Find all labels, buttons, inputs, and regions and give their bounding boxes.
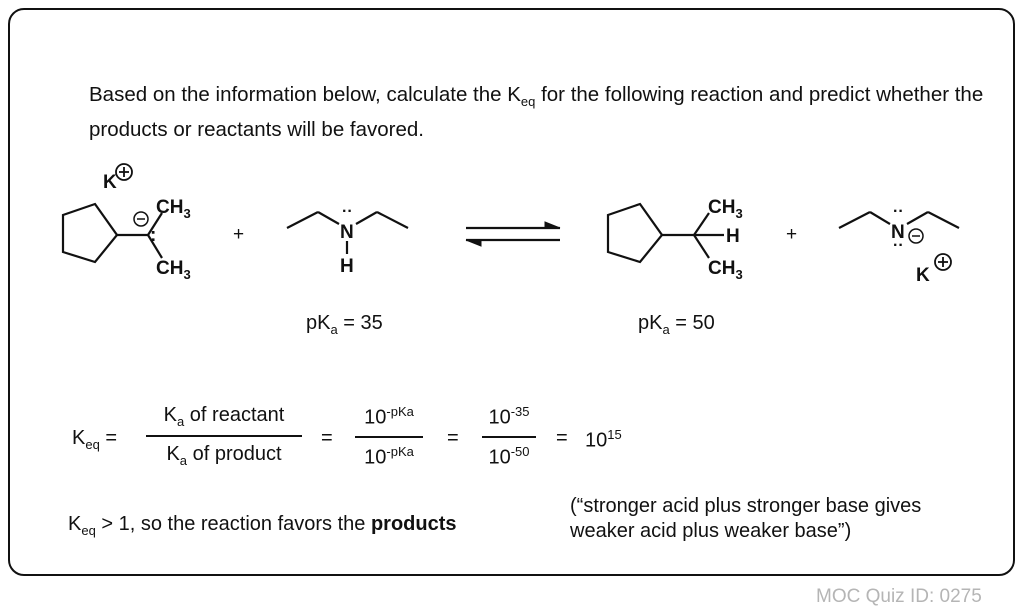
lone-pair-carbanion: : — [150, 225, 156, 246]
product-alkane — [606, 202, 724, 264]
keq-result: 1015 — [585, 427, 622, 452]
amine-nitrogen: N — [340, 222, 354, 243]
methyl-bottom-right: CH3 — [708, 258, 743, 282]
methyl-top-right: CH3 — [708, 197, 743, 221]
reactant-diethylamine — [286, 211, 409, 254]
equilibrium-arrow — [465, 221, 561, 247]
lone-pair-amide-bottom: ·· — [893, 237, 904, 254]
plus-sign-left: + — [233, 224, 244, 245]
keq-lhs: Keq = — [72, 427, 118, 452]
lone-pair-amine: ·· — [342, 203, 353, 220]
pka-product-label: pKa = 50 — [638, 312, 715, 337]
methyl-bottom-left: CH3 — [156, 258, 191, 282]
fraction-ka-ratio: Ka of reactant Ka of product — [146, 404, 302, 468]
product-amide — [838, 211, 960, 271]
quiz-id-footer: MOC Quiz ID: 0275 — [816, 586, 982, 607]
question-text: Based on the information below, calculat… — [89, 83, 984, 142]
fraction-pka-values: 10-35 10-50 — [482, 404, 536, 469]
content-frame — [8, 8, 1015, 576]
rule-quote: (“stronger acid plus stronger base gives… — [570, 495, 922, 542]
methyl-top-left: CH3 — [156, 197, 191, 221]
counterion-k-left: K — [103, 172, 117, 193]
pka-reactant-label: pKa = 35 — [306, 312, 383, 337]
lone-pair-amide-top: ·· — [893, 203, 904, 220]
conclusion-text: Keq > 1, so the reaction favors the prod… — [68, 513, 457, 538]
reactant-carbanion — [61, 163, 163, 264]
amide-nitrogen: N — [891, 222, 905, 243]
alkane-hydrogen: H — [726, 226, 740, 247]
equals-1: = — [321, 427, 333, 449]
equals-3: = — [556, 427, 568, 449]
counterion-k-right: K — [916, 265, 930, 286]
equals-2: = — [447, 427, 459, 449]
plus-sign-right: + — [786, 224, 797, 245]
amine-hydrogen: H — [340, 256, 354, 277]
fraction-pka-general: 10-pKa 10-pKa — [355, 404, 423, 469]
